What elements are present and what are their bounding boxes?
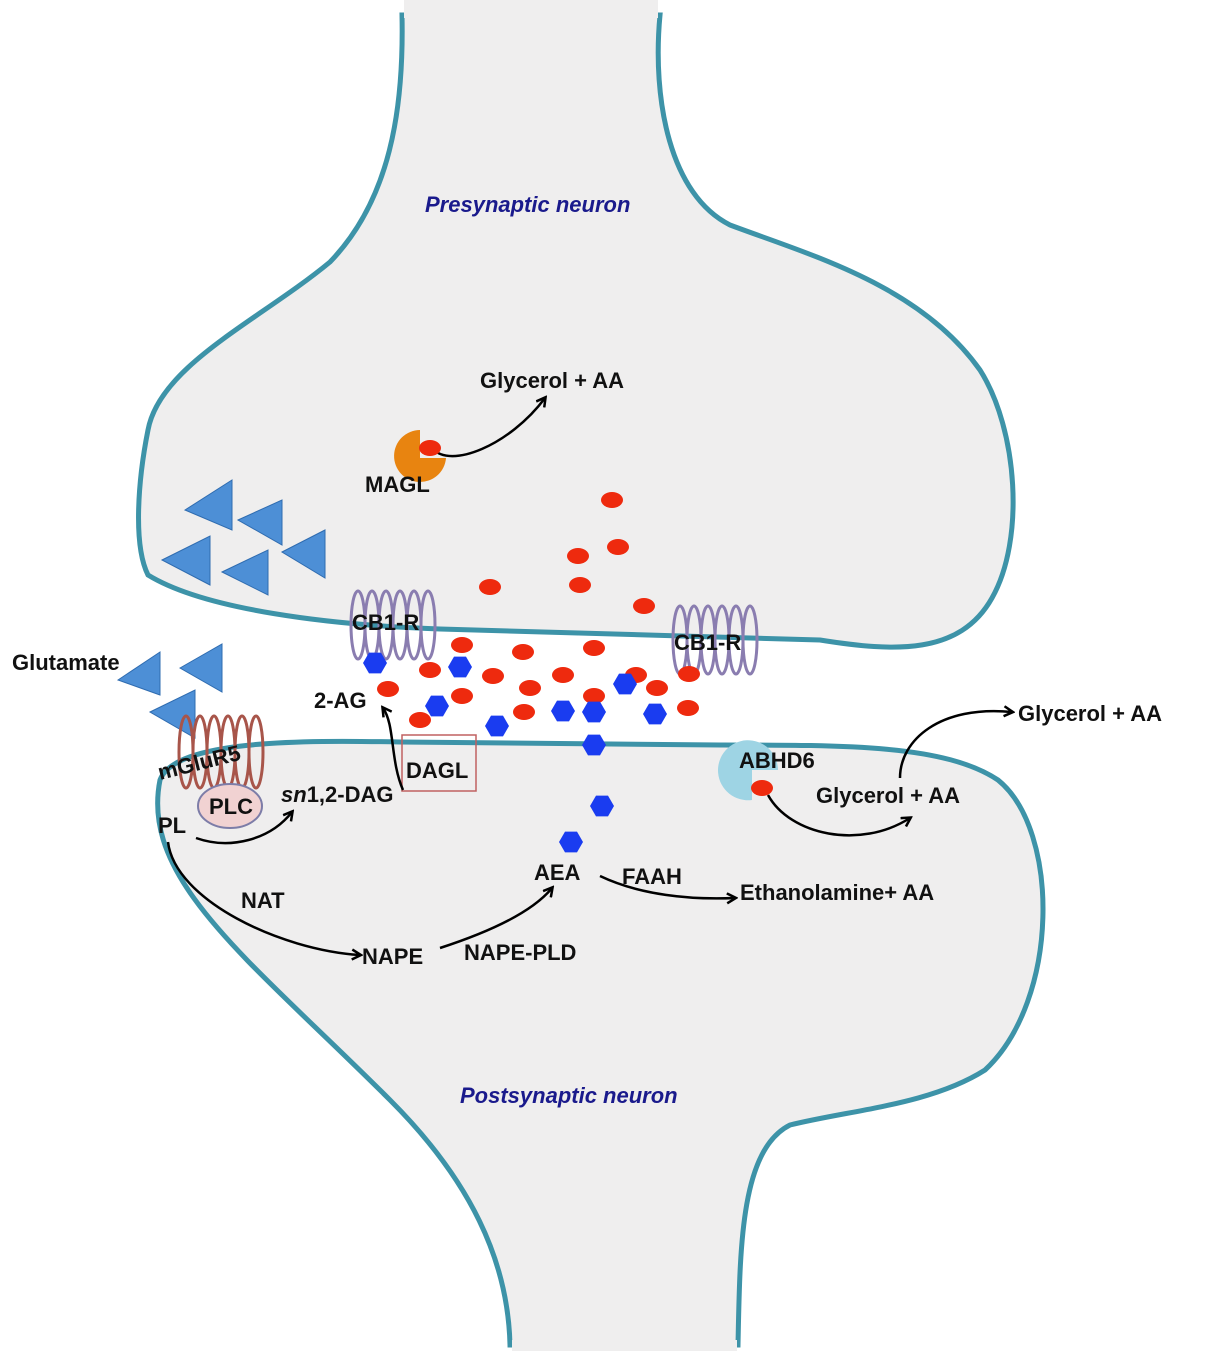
two-ag-molecule (512, 644, 534, 660)
abhd6-enzyme (718, 740, 778, 801)
glycerol-aa-post-label: Glycerol + AA (816, 783, 960, 808)
dagl-arrow (383, 708, 405, 791)
magl-enzyme (394, 430, 446, 482)
nape-pld-arrow (439, 888, 552, 950)
two-ag-molecule (419, 662, 441, 678)
aea-molecule (425, 695, 449, 717)
dagl-box (401, 734, 477, 792)
sn-dag-label: sn1,2-DAG (281, 782, 393, 807)
glycerol-aa-pre-label: Glycerol + AA (480, 368, 624, 393)
glutamate-molecules (116, 479, 326, 739)
glutamate-triangle (183, 479, 233, 531)
two-ag-molecule (409, 712, 431, 728)
aea-molecule (363, 652, 387, 674)
two-ag-molecule (482, 668, 504, 684)
two-ag-molecule (519, 680, 541, 696)
molecules-layer (363, 440, 773, 853)
aea-molecule (582, 734, 606, 756)
postsynaptic-title: Postsynaptic neuron (460, 1083, 678, 1108)
two-ag-molecule (569, 577, 591, 593)
cb1-receptor-right (671, 604, 759, 676)
magl-hydrolysis-arrow (431, 398, 545, 458)
presynaptic-membrane (136, 12, 1016, 650)
two-ag-molecule (601, 492, 623, 508)
glutamate-triangle (148, 689, 196, 739)
two-ag-molecule (633, 598, 655, 614)
postsynaptic-dendrite-fill (512, 1340, 737, 1351)
glutamate-triangle (160, 535, 211, 586)
two-ag-molecule (451, 688, 473, 704)
plc-label: PLC (209, 794, 253, 819)
two-ag-molecule (678, 666, 700, 682)
two-ag-molecule (552, 667, 574, 683)
pl-label: PL (158, 813, 186, 838)
abhd6-label: ABHD6 (739, 748, 815, 773)
aea-molecule (613, 673, 637, 695)
aea-molecule (590, 795, 614, 817)
faah-label: FAAH (622, 864, 682, 889)
nape-pld-label: NAPE-PLD (464, 940, 576, 965)
nat-label: NAT (241, 888, 285, 913)
two-ag-molecule (419, 440, 441, 456)
nat-arrow (166, 841, 360, 955)
two-ag-molecule (646, 680, 668, 696)
faah-arrow (599, 874, 735, 898)
plc-enzyme (197, 783, 263, 829)
two-ag-molecule (513, 704, 535, 720)
two-ag-molecule (451, 637, 473, 653)
two-ag-molecule (583, 640, 605, 656)
plc-arrow (195, 812, 292, 845)
two-ag-molecule (377, 681, 399, 697)
aea-molecule (582, 701, 606, 723)
cb1-receptor-right-label: CB1-R (674, 630, 741, 655)
two-ag-molecule (607, 539, 629, 555)
presynaptic-axon-fill (404, 0, 658, 18)
aea-molecule (485, 715, 509, 737)
aea-molecule (551, 700, 575, 722)
glutamate-triangle (220, 549, 269, 596)
two-ag-molecule (751, 780, 773, 796)
aea-molecule (448, 656, 472, 678)
cb1-receptor-left (349, 589, 437, 661)
nape-label: NAPE (362, 944, 423, 969)
dagl-label: DAGL (406, 758, 468, 783)
aea-molecule (643, 703, 667, 725)
glycerol-export-arrow (898, 711, 1012, 779)
glutamate-triangle (116, 651, 161, 696)
glutamate-triangle (178, 643, 223, 693)
postsynaptic-membrane (155, 738, 1046, 1348)
two-ag-molecule (567, 548, 589, 564)
magl-label: MAGL (365, 472, 430, 497)
glutamate-triangle (280, 529, 326, 579)
abhd6-hydrolysis-arrow (766, 794, 910, 837)
aea-molecule (559, 831, 583, 853)
ethanolamine-aa-label: Ethanolamine+ AA (740, 880, 934, 905)
dag-suffix: 1,2-DAG (307, 782, 394, 807)
two-ag-molecule (677, 700, 699, 716)
glutamate-triangle (236, 499, 283, 546)
cb1-receptor-left-label: CB1-R (352, 610, 419, 635)
two-ag-molecule (479, 579, 501, 595)
sn-prefix: sn (281, 782, 307, 807)
presynaptic-title: Presynaptic neuron (425, 192, 630, 217)
two-ag-molecule (583, 688, 605, 704)
aea-label: AEA (534, 860, 581, 885)
glutamate-label: Glutamate (12, 650, 120, 675)
two-ag-label: 2-AG (314, 688, 367, 713)
glycerol-aa-right-label: Glycerol + AA (1018, 701, 1162, 726)
